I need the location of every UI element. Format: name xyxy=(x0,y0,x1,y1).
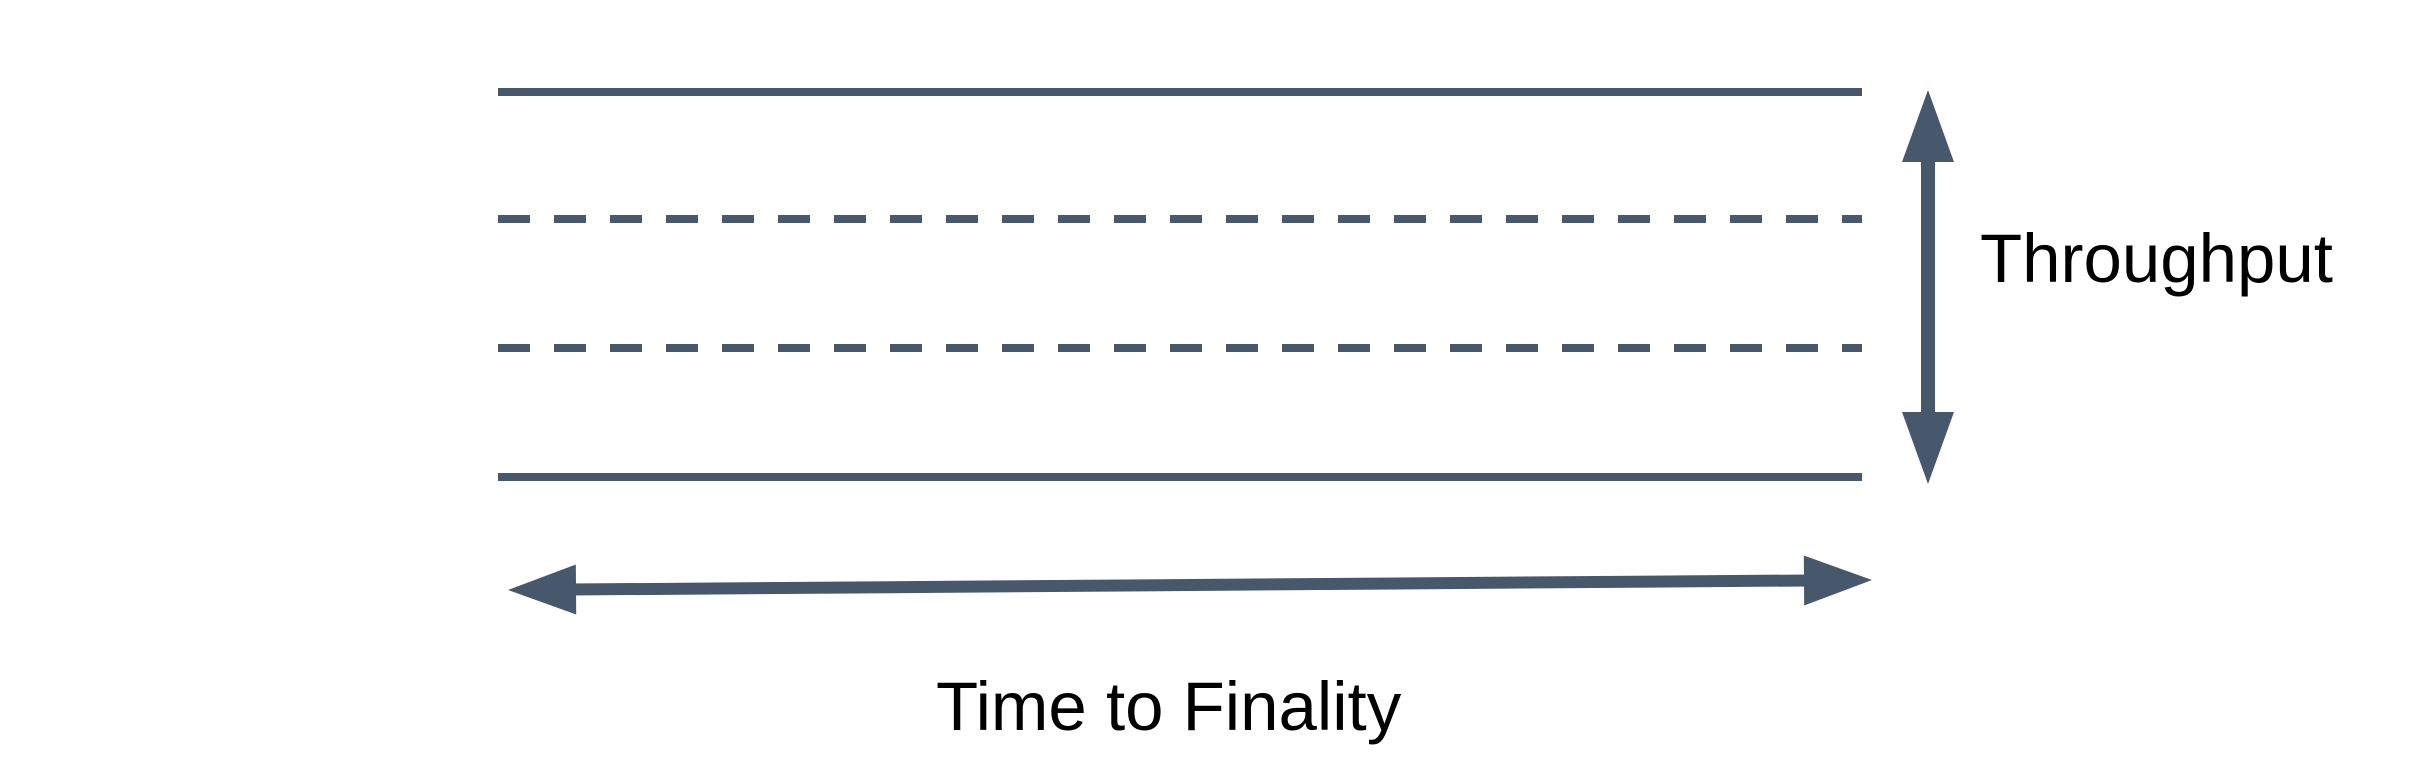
band-line-top-solid xyxy=(498,88,1862,96)
arrow-shaft-horizontal xyxy=(567,574,1813,596)
throughput-double-arrow-icon xyxy=(1902,90,1954,484)
band-line-bottom-solid xyxy=(498,473,1862,481)
arrow-head-down-icon xyxy=(1902,412,1954,484)
arrow-head-right-icon xyxy=(1803,555,1872,606)
band-line-inner-dashed-2 xyxy=(498,344,1862,352)
time-to-finality-label: Time to Finality xyxy=(936,668,1402,745)
arrow-shaft-vertical xyxy=(1921,156,1935,418)
time-to-finality-double-arrow-icon xyxy=(508,555,1872,615)
throughput-label: Throughput xyxy=(1980,220,2333,297)
band-line-inner-dashed-1 xyxy=(498,215,1862,223)
arrow-head-up-icon xyxy=(1902,90,1954,162)
arrow-head-left-icon xyxy=(508,564,577,615)
